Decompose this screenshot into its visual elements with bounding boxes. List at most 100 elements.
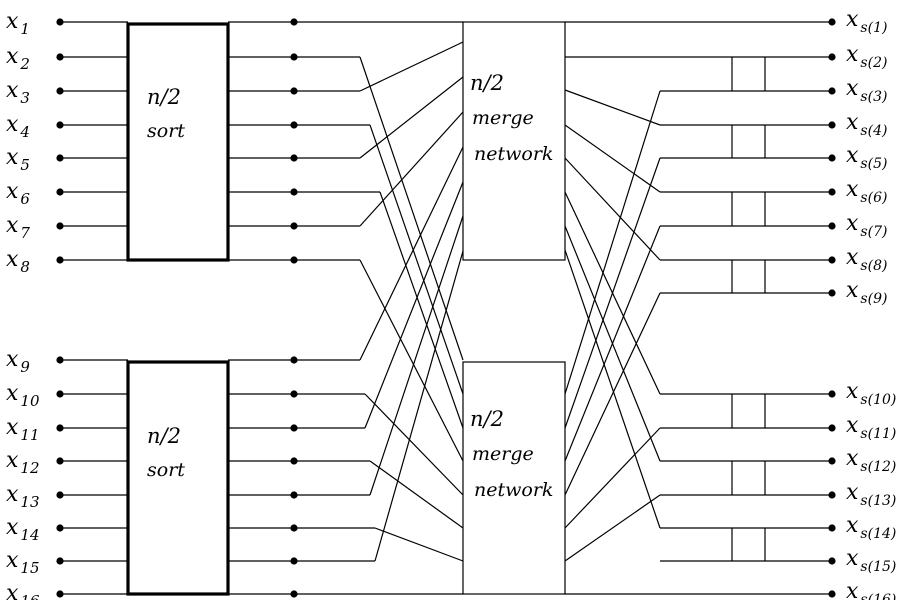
cross-wire (564, 494, 661, 562)
output-terminal (828, 222, 836, 230)
route-wire (374, 250, 464, 562)
route-wire (359, 111, 464, 227)
route-wire (374, 527, 464, 562)
route-wire (369, 215, 464, 496)
input-terminal (56, 524, 64, 532)
route-wire (359, 76, 464, 159)
input-terminal (56, 121, 64, 129)
cross-wire (564, 89, 661, 126)
merge-bottom-network-label: network (474, 479, 553, 501)
merge-bottom-name-label: merge (472, 443, 534, 465)
merge-box-bottom (462, 361, 566, 595)
output-terminal (828, 457, 836, 465)
output-terminal (828, 87, 836, 95)
sort-box-bottom (126, 360, 230, 596)
output-terminal (828, 121, 836, 129)
input-terminal (56, 222, 64, 230)
input-label: x16 (6, 581, 40, 600)
input-terminal (56, 491, 64, 499)
route-wire (379, 191, 464, 429)
cross-wire (564, 225, 661, 462)
wires (56, 18, 836, 598)
output-terminal (828, 256, 836, 264)
merge-top-network-label: network (474, 143, 553, 165)
sort-bottom-name-label: sort (147, 459, 185, 481)
input-terminal (56, 87, 64, 95)
output-terminal (828, 557, 836, 565)
sort-top-name-label: sort (147, 120, 185, 142)
route-wire (364, 181, 464, 429)
sort-bottom-size-label: n/2 (147, 424, 181, 448)
input-terminal (56, 457, 64, 465)
cross-wire (564, 90, 661, 395)
input-terminal (56, 154, 64, 162)
sort-top-size-label: n/2 (147, 85, 181, 109)
cross-wire (564, 427, 661, 529)
route-wire (359, 259, 464, 462)
route-wire (359, 146, 464, 361)
input-terminal (56, 557, 64, 565)
output-terminal (828, 424, 836, 432)
merge-bottom-size-label: n/2 (470, 407, 504, 431)
output-terminal (828, 53, 836, 61)
output-terminal (828, 390, 836, 398)
cross-wire (564, 249, 661, 529)
output-terminal (828, 590, 836, 598)
cross-wire (564, 157, 661, 429)
input-terminal (56, 590, 64, 598)
input-terminal (56, 390, 64, 398)
sort-box-top (126, 22, 230, 262)
route-wire (359, 41, 464, 92)
cross-wire (564, 292, 661, 496)
input-terminal (56, 18, 64, 26)
input-terminal (56, 424, 64, 432)
cross-wire (564, 124, 661, 193)
input-terminal (56, 188, 64, 196)
output-terminal (828, 524, 836, 532)
route-wire (369, 460, 464, 529)
route-wire (369, 124, 464, 395)
output-terminal (828, 491, 836, 499)
input-terminal (56, 53, 64, 61)
merge-top-size-label: n/2 (470, 71, 504, 95)
cross-wire (564, 157, 661, 261)
input-terminal (56, 256, 64, 264)
merge-box-top (462, 21, 566, 261)
input-terminal (56, 356, 64, 364)
io-labels: x1x2x3x4x5x6x7x8x9x10x11x12x13x14x15x16x… (6, 7, 896, 600)
merge-top-name-label: merge (472, 107, 534, 129)
output-terminal (828, 188, 836, 196)
output-terminal (828, 289, 836, 297)
